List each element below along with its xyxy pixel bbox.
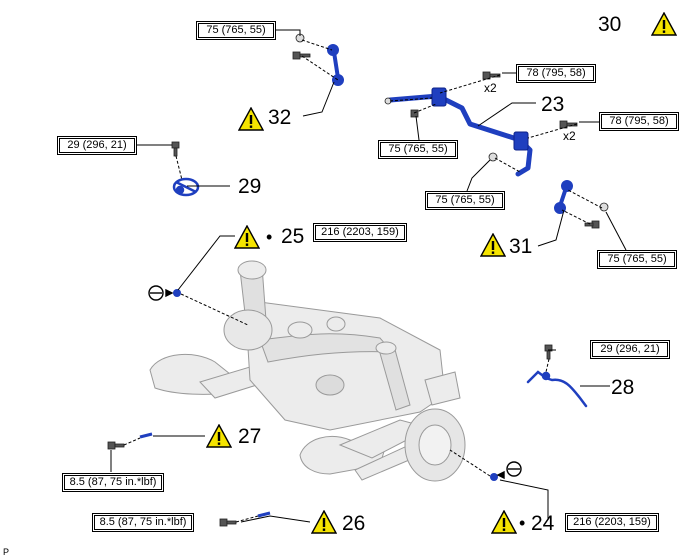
torque-spec-text: 75 (765, 55) [427, 193, 503, 208]
quantity-label: x2 [484, 81, 497, 95]
rear-suspension-illustration [149, 260, 466, 482]
torque-spec-box: 216 (2203, 159) [313, 223, 407, 242]
callout-32: 32 [268, 106, 292, 129]
nut-25 [173, 289, 181, 297]
torque-spec-text: 8.5 (87, 75 in.*lbf) [64, 475, 162, 490]
sensor-wire-28 [526, 370, 588, 408]
torque-spec-box: 78 (795, 58) [599, 112, 679, 131]
callout-24: 24 [531, 512, 555, 535]
torque-spec-text: 216 (2203, 159) [315, 225, 405, 240]
torque-spec-box: 8.5 (87, 75 in.*lbf) [62, 473, 164, 492]
stabilizer-link-32 [327, 44, 344, 86]
bullet-25: • [266, 227, 273, 247]
nut-24 [490, 473, 498, 481]
one-time-use-nut-icon-2 [496, 461, 522, 480]
warning-icon [206, 424, 232, 448]
torque-spec-text: 29 (296, 21) [592, 342, 668, 357]
warning-icon [651, 12, 677, 36]
stabilizer-link-31 [554, 180, 573, 214]
torque-spec-text: 29 (296, 21) [59, 138, 135, 153]
callout-25: 25 [281, 225, 305, 248]
torque-spec-text: 78 (795, 58) [518, 66, 594, 81]
warning-icon [234, 225, 260, 249]
torque-spec-box: 216 (2203, 159) [565, 513, 659, 532]
speed-sensor-29 [172, 177, 200, 197]
callout-26: 26 [342, 512, 366, 535]
torque-spec-text: 78 (795, 58) [601, 114, 677, 129]
torque-spec-box: 29 (296, 21) [57, 136, 137, 155]
torque-spec-box: 78 (795, 58) [516, 64, 596, 83]
page-mark: P [3, 547, 10, 557]
torque-spec-text: 75 (765, 55) [380, 142, 456, 157]
torque-spec-box: 75 (765, 55) [597, 250, 677, 269]
torque-spec-text: 8.5 (87, 75 in.*lbf) [94, 515, 192, 530]
callout-28: 28 [611, 376, 635, 399]
torque-spec-box: 75 (765, 55) [378, 140, 458, 159]
torque-spec-box: 75 (765, 55) [196, 21, 276, 40]
torque-spec-box: 8.5 (87, 75 in.*lbf) [92, 513, 194, 532]
clip-26 [257, 511, 271, 518]
torque-spec-text: 75 (765, 55) [599, 252, 675, 267]
clip-27 [139, 432, 153, 439]
callout-31: 31 [509, 235, 533, 258]
one-time-use-nut-icon [148, 285, 174, 301]
callout-30: 30 [598, 13, 622, 36]
assembly-dashed-lines [123, 39, 603, 523]
warning-icon [238, 107, 264, 131]
warning-icon [480, 233, 506, 257]
fasteners [107, 33, 609, 527]
torque-spec-text: 216 (2203, 159) [567, 515, 657, 530]
leader-lines [98, 29, 627, 523]
torque-spec-box: 29 (296, 21) [590, 340, 670, 359]
callout-27: 27 [238, 425, 262, 448]
stabilizer-bar [387, 93, 533, 177]
warning-icon [311, 510, 337, 534]
bullet-24: • [519, 513, 526, 533]
torque-spec-text: 75 (765, 55) [198, 23, 274, 38]
callout-29: 29 [238, 175, 262, 198]
warning-icon [491, 510, 517, 534]
callout-23: 23 [541, 93, 565, 116]
torque-spec-box: 75 (765, 55) [425, 191, 505, 210]
quantity-label: x2 [563, 129, 576, 143]
